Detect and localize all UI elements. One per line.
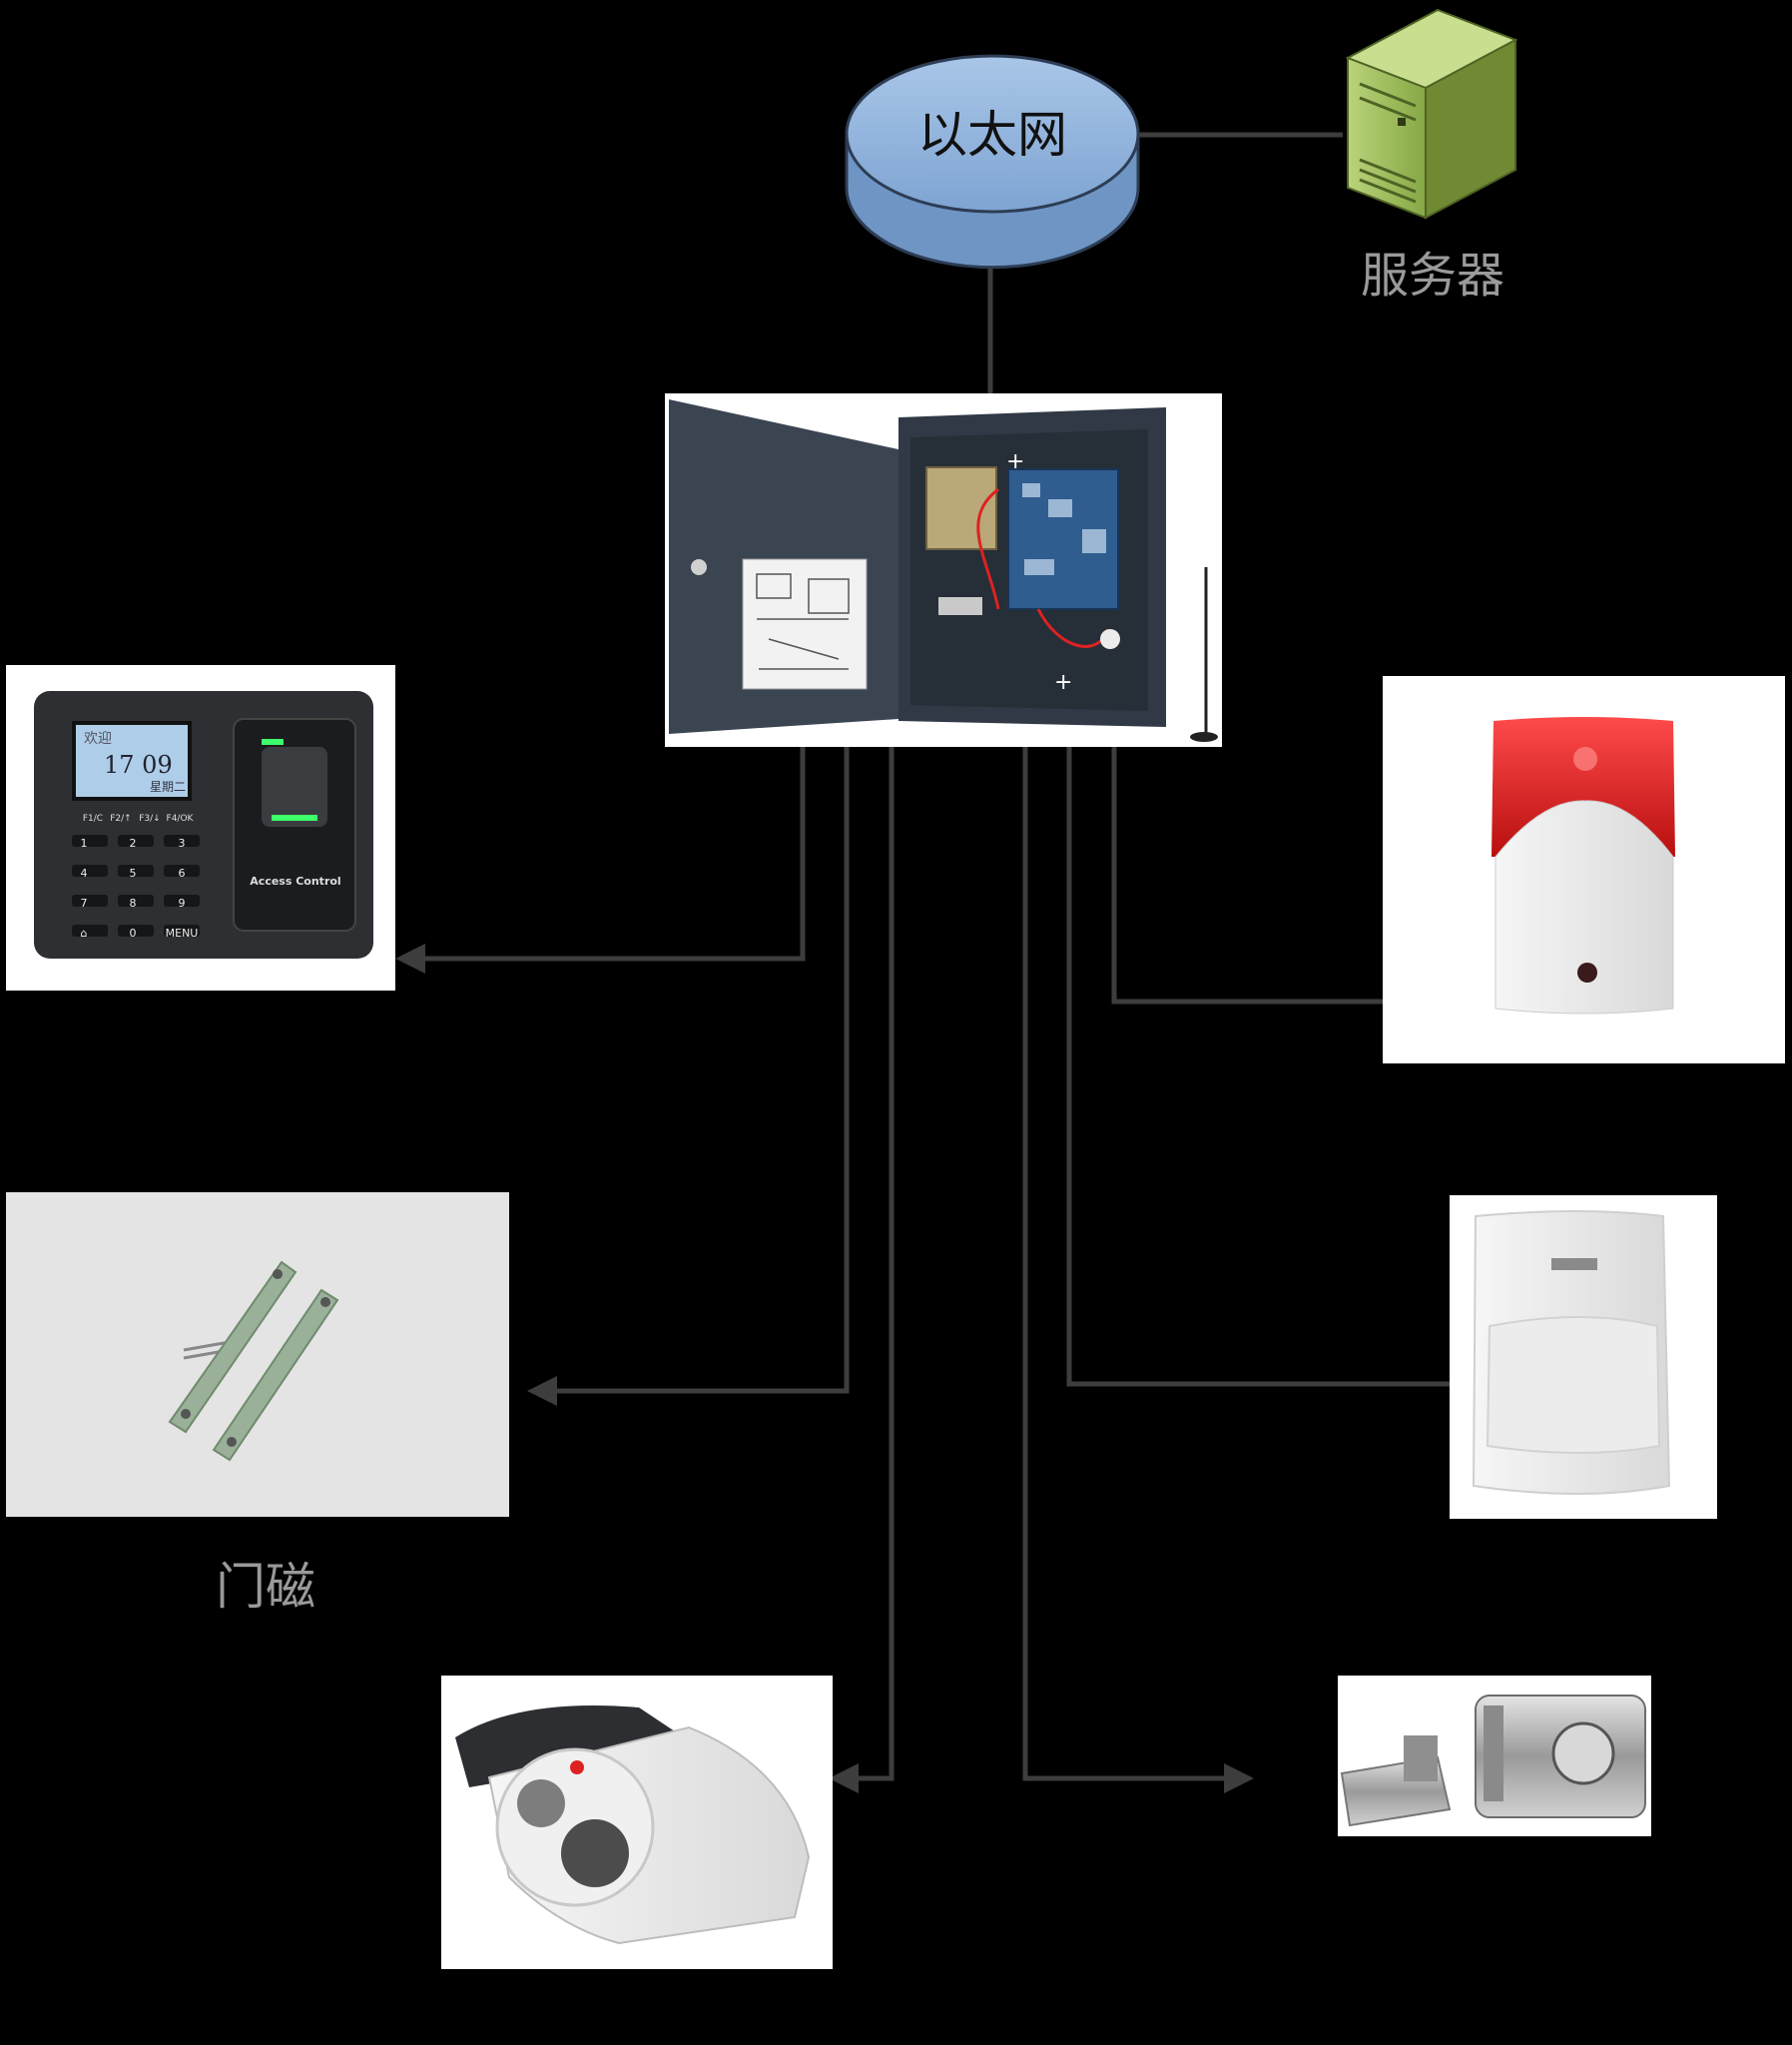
function-keys: F1/C F2/↑ F3/↓ F4/OK — [83, 814, 195, 824]
access-terminal-screen — [72, 721, 192, 801]
fkey-2: F2/↑ — [110, 814, 131, 824]
link-to-door-sensor — [527, 747, 850, 1406]
server-label: 服务器 — [1361, 248, 1504, 304]
fingerprint-sensor-icon — [262, 747, 327, 827]
door-sensor-photo-bg — [6, 1192, 509, 1517]
key-9: 9 — [179, 897, 186, 910]
key-2: 2 — [130, 837, 137, 850]
svg-text:+: + — [1054, 670, 1072, 695]
link-to-camera — [829, 747, 895, 1793]
key-menu: MENU — [166, 927, 199, 940]
screen-sub-text: 星期二 — [150, 780, 186, 794]
door-sensor: 门磁 — [6, 1192, 509, 1616]
key-4: 4 — [81, 867, 88, 880]
connectors — [395, 132, 1503, 1793]
access-controller: + + — [665, 393, 1222, 747]
pir-detector — [1450, 1195, 1717, 1519]
network-node: 以太网 — [845, 54, 1140, 270]
fkey-1: F1/C — [83, 814, 103, 824]
terminal-brand: Access Control — [250, 875, 340, 888]
network-label: 以太网 — [917, 106, 1067, 164]
door-lock-icon — [691, 559, 707, 575]
key-0: 0 — [130, 927, 137, 940]
sensor-bar-right — [212, 1288, 339, 1462]
siren-sound-hole — [1577, 963, 1597, 983]
lock-knob-icon — [1551, 1721, 1615, 1785]
fkey-3: F3/↓ — [139, 814, 160, 824]
key-7: 7 — [81, 897, 88, 910]
key-6: 6 — [179, 867, 186, 880]
link-to-pir-detector — [1066, 747, 1503, 1399]
keypad: 1 2 3 4 5 6 7 8 9 ⌂ 0 MENU — [72, 835, 200, 940]
key-1: 1 — [81, 837, 88, 850]
server-node: 服务器 — [1345, 8, 1518, 304]
screen-top-text: 欢迎 — [84, 731, 112, 747]
screen-time-text: 17 09 — [104, 751, 173, 779]
siren-base — [1494, 800, 1674, 1015]
key-5: 5 — [130, 867, 137, 880]
pir-lens — [1486, 1316, 1661, 1454]
access-terminal: 欢迎 17 09 星期二 F1/C F2/↑ F3/↓ F4/OK — [6, 665, 395, 991]
camera-sunshield — [455, 1705, 699, 1787]
camera — [441, 1676, 833, 1969]
link-to-electric-lock — [1022, 747, 1254, 1793]
power-supply-icon — [925, 466, 997, 550]
key-8: 8 — [130, 897, 137, 910]
fkey-4: F4/OK — [167, 814, 195, 824]
camera-ir-led-icon — [517, 1779, 565, 1827]
network-cylinder-top — [845, 54, 1140, 214]
door-sensor-label: 门磁 — [216, 1558, 315, 1616]
svg-text:+: + — [1006, 449, 1024, 474]
key-3: 3 — [179, 837, 186, 850]
key-home: ⌂ — [81, 927, 88, 940]
camera-lens-icon — [561, 1819, 629, 1887]
link-to-access-terminal — [395, 747, 806, 974]
link-to-siren — [1111, 747, 1478, 1017]
sensor-bar-left — [168, 1260, 298, 1434]
electric-lock — [1338, 1676, 1651, 1836]
siren — [1383, 676, 1785, 1063]
